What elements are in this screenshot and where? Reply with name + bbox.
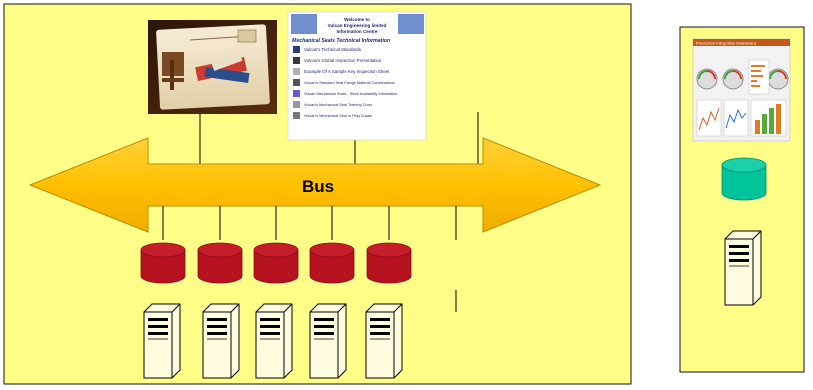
dashboard-screenshot: Production Integration Dashboard <box>692 38 791 142</box>
database-5 <box>366 242 412 284</box>
server-standalone <box>724 230 762 306</box>
teal-database <box>721 157 767 201</box>
bus-label: Bus <box>302 177 334 196</box>
portal-company: Vulcan Engineering limited <box>328 23 387 28</box>
portal-item-list: Vulcan's Technical Standards Vulcan's Gl… <box>293 46 398 119</box>
portal-section-title: Mechanical Seals Technical Information <box>292 38 390 44</box>
server-4 <box>309 303 347 379</box>
website-screenshot-photo <box>148 20 277 114</box>
bus-arrow <box>28 137 602 233</box>
server-1 <box>143 303 181 379</box>
portal-item: Vulcan's Standard Seal Flange Material C… <box>304 81 395 85</box>
dashboard-title: Production Integration Dashboard <box>696 41 756 46</box>
portal-item: Vulcan's Technical Standards <box>304 47 362 52</box>
portal-item: Vulcan Mechanical Seals - Store Availabi… <box>304 92 398 96</box>
database-3 <box>253 242 299 284</box>
portal-welcome: Welcome to <box>344 17 370 22</box>
server-3 <box>255 303 293 379</box>
portal-item: Vulcan's Global Inspection Presentation <box>304 58 382 63</box>
portal-centre: Information Centre <box>336 29 378 34</box>
database-2 <box>197 242 243 284</box>
portal-item: Vulcan's Mechanical Seal Training Chart <box>304 103 373 107</box>
bus-to-db-connectors <box>162 206 457 312</box>
information-portal-screenshot: Welcome to Vulcan Engineering limited In… <box>287 11 427 141</box>
portal-item: Vulcan's Mechanical Seal in Plug Charts <box>304 114 372 118</box>
database-4 <box>309 242 355 284</box>
database-1 <box>140 242 186 284</box>
portal-item: Example Of A Sample Key Inspection Sheet <box>304 69 390 74</box>
server-5 <box>365 303 403 379</box>
server-2 <box>202 303 240 379</box>
